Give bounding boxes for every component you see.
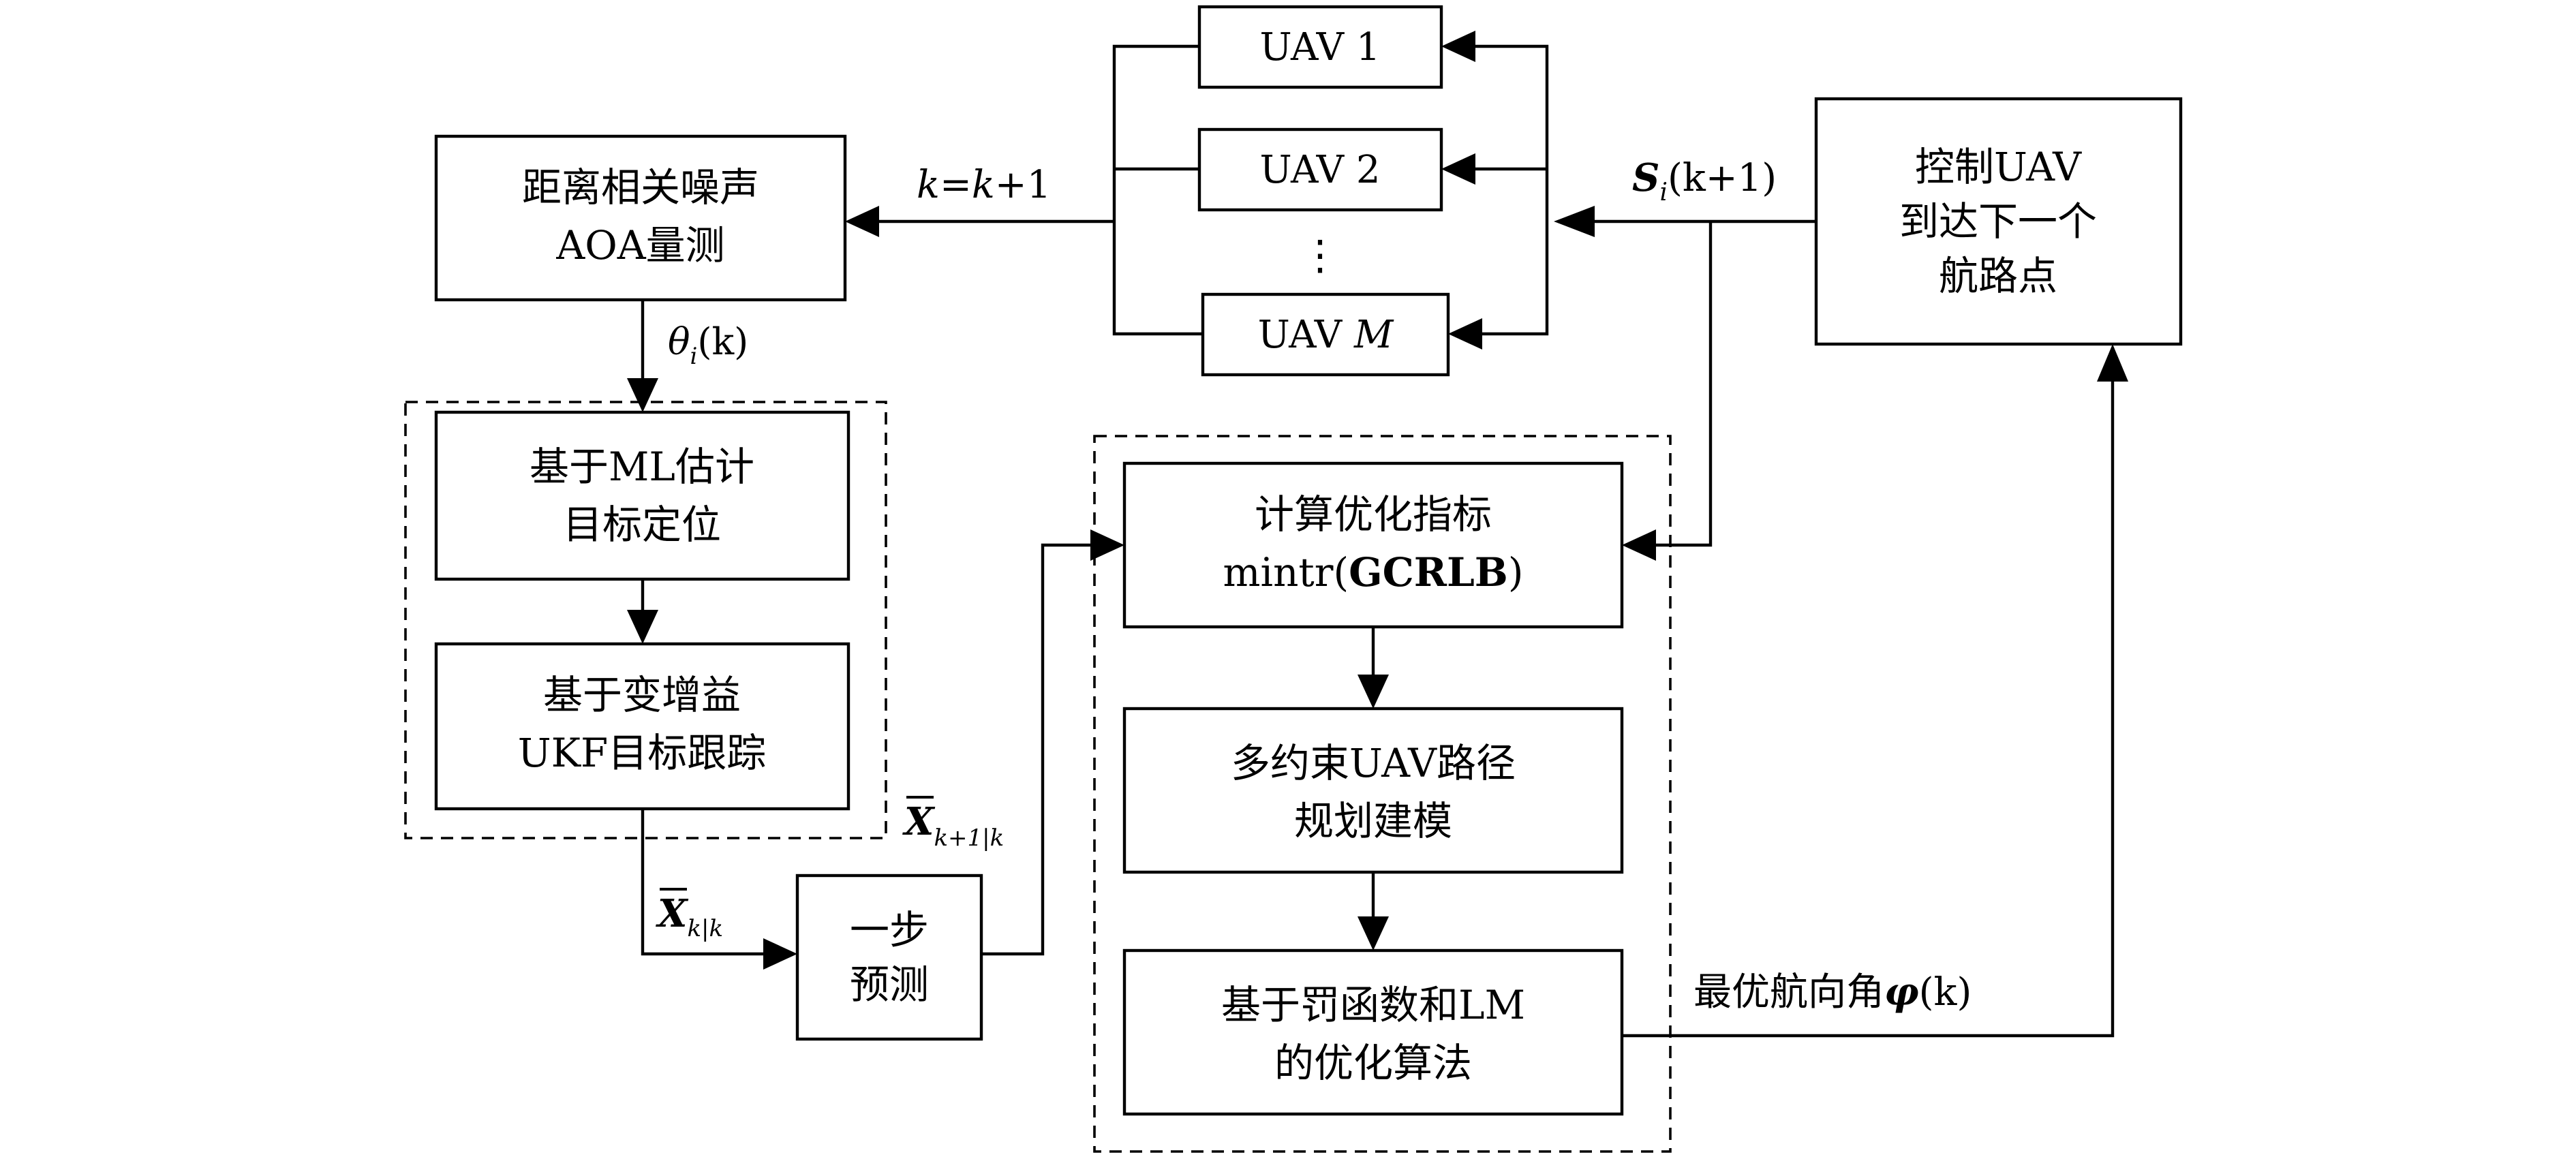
x-k1k-label: Xk+1|k (902, 796, 1004, 852)
x-kk-symbol: X (656, 891, 689, 936)
ml-localization-line1: 基于ML估计 (530, 444, 754, 490)
uav-ellipsis: ⋮ (1300, 232, 1340, 279)
ml-localization-box: 基于ML估计 目标定位 (434, 410, 850, 581)
aoa-measurement-line2: AOA量测 (555, 222, 724, 268)
path-planning-model-box: 多约束UAV路径 规划建模 (1122, 707, 1624, 874)
uav-2-id: 2 (1356, 148, 1381, 192)
optimization-index-line1: 计算优化指标 (1255, 491, 1492, 538)
ukf-tracking-line1: 基于变增益 (543, 672, 741, 718)
uav-2-prefix: UAV (1259, 148, 1355, 192)
optimization-index-gcrlb: GCRLB (1349, 549, 1508, 596)
optimization-algorithm-line1: 基于罚函数和LM (1221, 982, 1525, 1028)
arrowhead-to-index-left (1090, 529, 1124, 561)
algo-to-control-line (1622, 368, 2115, 1038)
optimization-index-prefix: mintr( (1223, 549, 1349, 596)
one-step-prediction-line1: 一步 (850, 907, 929, 953)
x-k1k-symbol: X (902, 799, 936, 844)
s-label-symbol: S (1632, 155, 1659, 200)
arrowhead-to-control (2097, 344, 2128, 382)
uav-m-prefix: UAV (1258, 313, 1354, 357)
arrowhead-to-model (1358, 675, 1389, 709)
optimal-heading-symbol: φ (1884, 970, 1919, 1015)
path-planning-model-line2: 规划建模 (1294, 798, 1452, 844)
theta-subscript: i (690, 343, 698, 370)
uav-1-id: 1 (1356, 25, 1381, 69)
svg-text:mintr(GCRLB): mintr(GCRLB) (1223, 549, 1524, 596)
aoa-measurement-box: 距离相关噪声 AOA量测 (434, 134, 847, 302)
s-label-argument: (k+1) (1668, 156, 1777, 200)
svg-text:UAV M: UAV M (1258, 313, 1394, 357)
s-label-subscript: i (1659, 179, 1668, 206)
k-update-eq: = (940, 163, 972, 207)
optimization-algorithm-box: 基于罚函数和LM 的优化算法 (1122, 948, 1624, 1116)
k-update-k2: k (972, 163, 995, 207)
ml-localization-line2: 目标定位 (563, 501, 721, 548)
svg-text:Xk|k: Xk|k (656, 891, 723, 942)
x-kk-label: Xk|k (656, 888, 723, 942)
x-kk-subscript: k|k (687, 915, 723, 942)
svg-text:UAV 2: UAV 2 (1259, 148, 1380, 192)
arrowhead-to-algo (1358, 916, 1389, 951)
uav-m-id: M (1353, 313, 1394, 357)
uav-bus-right-upper (1475, 44, 1549, 223)
arrowhead-to-measure (845, 206, 879, 237)
path-planning-model-line1: 多约束UAV路径 (1231, 740, 1516, 786)
k-update-k1: k (917, 163, 940, 207)
optimization-index-box: 计算优化指标 mintr(GCRLB) (1122, 461, 1624, 629)
optimal-heading-argument: (k) (1919, 970, 1972, 1015)
ukf-to-predict-line (641, 809, 763, 956)
optimization-group-frame (1093, 435, 1672, 1153)
theta-label: θi(k) (668, 320, 748, 370)
optimization-index-suffix: ) (1508, 549, 1524, 596)
arrowhead-to-ukf (627, 610, 658, 644)
one-step-prediction-line2: 预测 (850, 961, 929, 1008)
theta-argument: (k) (697, 320, 748, 363)
uav-control-line1: 控制UAV (1915, 144, 2082, 190)
k-update-plus: +1 (995, 163, 1052, 207)
x-k1k-subscript: k+1|k (934, 824, 1004, 852)
optimal-heading-label: 最优航向角φ(k) (1693, 970, 1972, 1015)
ukf-tracking-line2: UKF目标跟踪 (518, 730, 766, 776)
bus-to-uavM-line (1482, 223, 1549, 336)
uav-control-line3: 航路点 (1939, 253, 2057, 299)
k-update-label: k=k+1 (917, 163, 1051, 207)
arrowhead-to-predict (763, 938, 797, 970)
uav-bus-left (1112, 44, 1203, 336)
svg-text:Xk+1|k: Xk+1|k (902, 799, 1004, 852)
svg-text:UAV 1: UAV 1 (1259, 25, 1380, 69)
arrowhead-to-uav1 (1441, 31, 1475, 62)
uav-1-box: UAV 1 (1197, 5, 1443, 89)
s-label: Si(k+1) (1632, 155, 1777, 206)
uav-m-box: UAV M (1201, 292, 1450, 377)
estimation-group-frame (404, 401, 887, 839)
uav-control-line2: 到达下一个 (1899, 198, 2097, 245)
uav-control-box: 控制UAV 到达下一个 航路点 (1814, 97, 2183, 346)
theta-symbol: θ (668, 320, 690, 363)
optimization-algorithm-line2: 的优化算法 (1274, 1040, 1472, 1086)
arrowhead-to-ml (627, 378, 658, 412)
arrowhead-to-uavM (1448, 318, 1482, 350)
arrowhead-to-index-right (1622, 529, 1656, 561)
optimal-heading-text: 最优航向角 (1693, 970, 1884, 1015)
s-branch-to-index-line (1656, 221, 1713, 547)
aoa-measurement-line1: 距离相关噪声 (522, 164, 759, 211)
arrowhead-to-uav2 (1441, 153, 1475, 185)
arrowhead-to-bus (1554, 206, 1595, 237)
uav-1-prefix: UAV (1259, 25, 1355, 69)
ukf-tracking-box: 基于变增益 UKF目标跟踪 (434, 642, 850, 811)
one-step-prediction-box: 一步 预测 (795, 874, 983, 1041)
predict-to-index-line (981, 543, 1090, 956)
uav-2-box: UAV 2 (1197, 127, 1443, 212)
